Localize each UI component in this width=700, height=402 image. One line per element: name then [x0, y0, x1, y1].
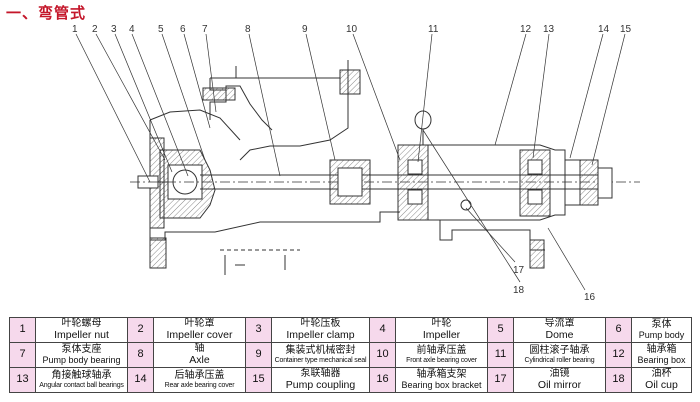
- callout-1: 1: [72, 24, 78, 35]
- pump-assembly-drawing: 1 2 3 4 5 6 7 8 9 10 11 12 13 14 15 16 1…: [72, 24, 640, 303]
- part-number: 1: [9, 317, 36, 343]
- part-number: 3: [245, 317, 272, 343]
- part-number: 7: [9, 342, 36, 368]
- callout-4: 4: [129, 24, 135, 35]
- callout-9: 9: [302, 24, 308, 35]
- callout-6: 6: [180, 24, 186, 35]
- part-number: 12: [605, 342, 632, 368]
- callout-numbers: 1 2 3 4 5 6 7 8 9 10 11 12 13 14 15 16 1…: [72, 24, 632, 303]
- callout-8: 8: [245, 24, 251, 35]
- drawing-outline: [130, 60, 640, 275]
- part-number: 6: [605, 317, 632, 343]
- callout-15: 15: [620, 24, 632, 35]
- callout-10: 10: [346, 24, 358, 35]
- part-number: 2: [127, 317, 154, 343]
- callout-5: 5: [158, 24, 164, 35]
- part-number: 18: [605, 367, 632, 393]
- leader-lines: [75, 33, 626, 291]
- callout-17: 17: [513, 265, 525, 276]
- part-number: 16: [369, 367, 396, 393]
- part-number: 5: [487, 317, 514, 343]
- part-number: 4: [369, 317, 396, 343]
- section-title: 一、弯管式: [6, 4, 87, 22]
- callout-12: 12: [520, 24, 532, 35]
- callout-2: 2: [92, 24, 98, 35]
- part-number: 9: [245, 342, 272, 368]
- callout-18: 18: [513, 285, 525, 296]
- part-number: 11: [487, 342, 514, 368]
- callout-3: 3: [111, 24, 117, 35]
- callout-16: 16: [584, 292, 596, 303]
- part-number: 10: [369, 342, 396, 368]
- part-number: 17: [487, 367, 514, 393]
- part-number: 13: [9, 367, 36, 393]
- callout-11: 11: [428, 24, 439, 35]
- part-number: 14: [127, 367, 154, 393]
- part-number: 8: [127, 342, 154, 368]
- callout-13: 13: [543, 24, 555, 35]
- callout-14: 14: [598, 24, 610, 35]
- callout-7: 7: [202, 24, 208, 35]
- part-number: 15: [245, 367, 272, 393]
